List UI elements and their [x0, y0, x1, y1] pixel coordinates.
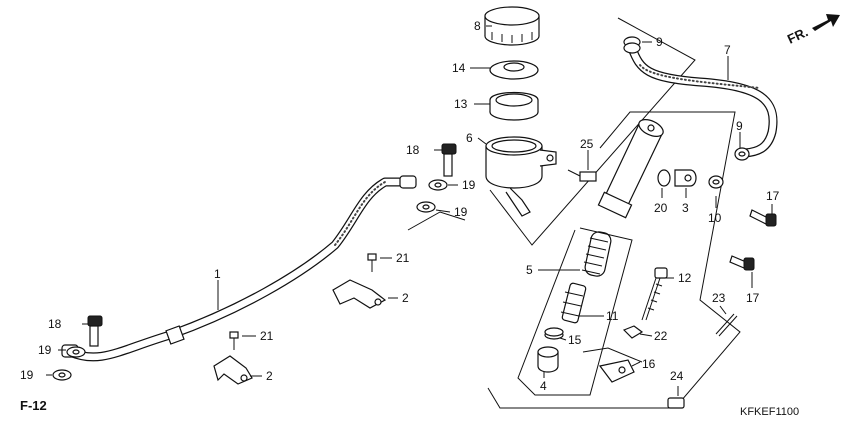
callout-24: 24: [670, 369, 684, 383]
nut-22: [622, 325, 644, 339]
drawing-code: KFKEF1100: [740, 406, 799, 418]
callout-17: 17: [766, 189, 780, 203]
joint-3: [674, 169, 697, 187]
callout-7: 7: [724, 43, 731, 57]
pin-23: [715, 313, 738, 337]
bolt-18-lower: [87, 315, 103, 347]
callout-18: 18: [48, 317, 62, 331]
callout-2: 2: [266, 369, 273, 383]
boot-4: [537, 346, 559, 373]
bolt-17-lower: [729, 255, 755, 271]
callout-21: 21: [260, 329, 274, 343]
callout-5: 5: [526, 263, 533, 277]
callout-12: 12: [678, 271, 692, 285]
callout-21: 21: [396, 251, 410, 265]
frame-master-cylinder: [487, 111, 741, 409]
frame-piston-kit: [517, 227, 633, 396]
brake-hose: [61, 175, 417, 362]
direction-label: FR.: [785, 24, 810, 46]
master-cylinder-body: [597, 119, 664, 219]
callout-2: 2: [402, 291, 409, 305]
piston-11: [560, 282, 587, 324]
callout-20: 20: [654, 201, 668, 215]
frame-reservoir: [489, 17, 696, 246]
frame-16: [582, 347, 643, 363]
callout-17: 17: [746, 291, 760, 305]
circlip-15: [544, 327, 564, 340]
bolt-25: [567, 169, 597, 182]
reservoir-tank: [485, 136, 557, 217]
front-arrow-icon: [812, 14, 840, 31]
callout-1: 1: [214, 267, 221, 281]
joint-16: [598, 359, 635, 383]
callout-25: 25: [580, 137, 594, 151]
callout-19: 19: [38, 343, 52, 357]
screw-21-upper: [367, 253, 377, 272]
hose-clamp-upper: [332, 279, 387, 309]
washer-19-lower-b: [52, 369, 72, 381]
callout-15: 15: [568, 333, 582, 347]
callout-22: 22: [654, 329, 668, 343]
callout-19: 19: [454, 205, 468, 219]
callout-10: 10: [708, 211, 722, 225]
washer-19-upper-b: [416, 201, 436, 213]
callout-labels: 1 2 2 3 4 5 6 7 8 9 9 10 11 12 13 14 15 …: [20, 19, 780, 393]
hose-clip-upper: [623, 36, 641, 54]
reservoir-plate: [489, 60, 539, 80]
front-direction-indicator: FR.: [785, 14, 840, 47]
callout-4: 4: [540, 379, 547, 393]
spring-5: [581, 231, 612, 277]
callout-16: 16: [642, 357, 656, 371]
clip-10: [708, 175, 724, 189]
washer-19-upper-a: [428, 179, 448, 191]
callout-18: 18: [406, 143, 420, 157]
screw-21-lower: [229, 331, 239, 350]
hose-clip-lower: [734, 147, 750, 161]
callout-13: 13: [454, 97, 468, 111]
callout-11: 11: [606, 309, 619, 323]
reference-label: F-12: [20, 398, 47, 413]
reservoir-hose: [627, 43, 778, 158]
callout-9: 9: [656, 35, 663, 49]
o-ring-20: [657, 169, 671, 187]
pin-24: [667, 397, 685, 409]
bolt-17-upper: [749, 209, 777, 227]
bolt-18-upper: [441, 143, 457, 177]
callout-14: 14: [452, 61, 466, 75]
hose-clamp-lower: [213, 355, 253, 385]
callout-19: 19: [20, 368, 34, 382]
callout-19: 19: [462, 178, 476, 192]
callout-23: 23: [712, 291, 726, 305]
callout-8: 8: [474, 19, 481, 33]
callout-3: 3: [682, 201, 689, 215]
reservoir-cap: [484, 6, 540, 46]
push-rod-12: [641, 267, 668, 321]
frame-washers: [407, 211, 466, 231]
callout-9: 9: [736, 119, 743, 133]
washer-19-lower-a: [66, 346, 86, 358]
leader-lines: [46, 25, 773, 396]
reservoir-diaphragm: [489, 91, 539, 121]
callout-6: 6: [466, 131, 473, 145]
